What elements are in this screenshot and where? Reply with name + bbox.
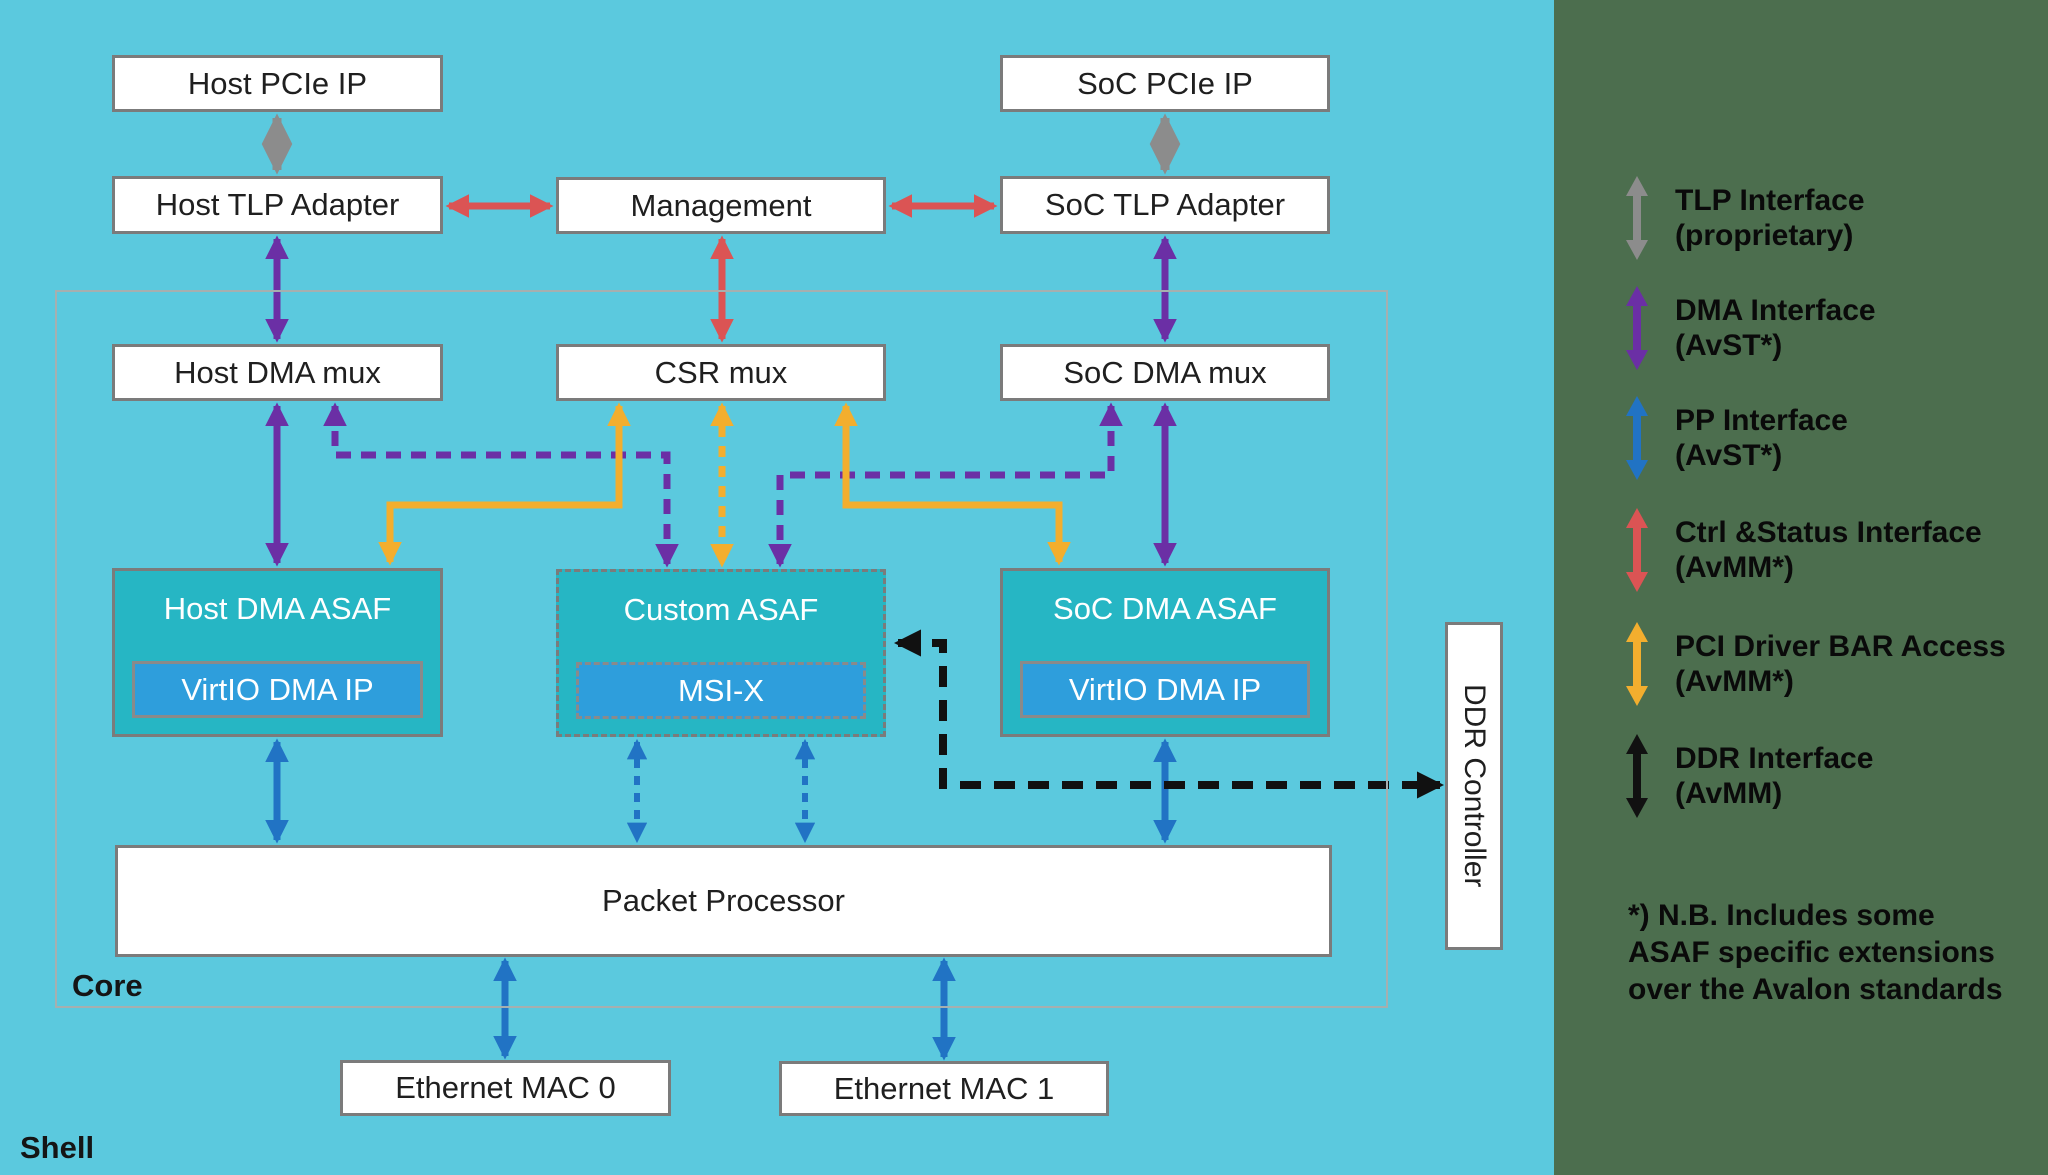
bar-arrow-csrmux-socasaf (834, 402, 1071, 566)
legend-item-ddr-text: DDR Interface(AvMM) (1675, 742, 1874, 810)
block-soc-tlp-adapter: SoC TLP Adapter (1000, 176, 1330, 234)
core-region (55, 290, 1388, 1008)
legend-panel: TLP Interface(proprietary) DMA Interface… (1554, 0, 2048, 1175)
block-management-label: Management (630, 187, 812, 223)
block-csr-mux: CSR mux (556, 344, 886, 401)
block-management: Management (556, 177, 886, 234)
block-host-dma-mux-label: Host DMA mux (174, 354, 381, 390)
block-soc-dma-mux: SoC DMA mux (1000, 344, 1330, 401)
block-host-pcie-ip: Host PCIe IP (112, 55, 443, 112)
ddr-dashed-arrow-customasaf-ddr (893, 629, 1445, 799)
pci-bar-access-arrow-icon (1626, 622, 1648, 706)
block-host-pcie-ip-label: Host PCIe IP (187, 65, 368, 101)
legend-item-dma-text: DMA Interface(AvST*) (1675, 294, 1876, 362)
legend-item-pp: PP Interface(AvST*) (1626, 396, 1848, 480)
connector-layer (261, 113, 1445, 1061)
legend-item-pp-text: PP Interface(AvST*) (1675, 404, 1848, 472)
block-soc-dma-mux-label: SoC DMA mux (1063, 354, 1267, 390)
block-soc-pcie-ip-label: SoC PCIe IP (1077, 65, 1253, 101)
bar-arrow-csrmux-hostasaf (378, 402, 631, 566)
legend-item-ctrl-status-text: Ctrl &Status Interface(AvMM*) (1675, 516, 1982, 584)
legend-item-dma: DMA Interface(AvST*) (1626, 286, 1876, 370)
block-packet-processor: Packet Processor (115, 845, 1332, 957)
block-host-dma-asaf-label: Host DMA ASAF (163, 591, 392, 626)
legend-item-ddr: DDR Interface(AvMM) (1626, 734, 1873, 818)
block-ethernet-mac-0-label: Ethernet MAC 0 (395, 1070, 616, 1105)
block-soc-tlp-adapter-label: SoC TLP Adapter (1044, 187, 1286, 222)
legend-item-ctrl-status: Ctrl &Status Interface(AvMM*) (1626, 508, 1982, 592)
block-host-dma-mux: Host DMA mux (112, 344, 443, 401)
core-label: Core (72, 968, 143, 1003)
ddr-interface-arrow-icon (1626, 734, 1648, 818)
block-soc-pcie-ip: SoC PCIe IP (1000, 55, 1330, 112)
ctrl-status-interface-arrow-icon (1626, 508, 1648, 592)
legend-item-pci-bar: PCI Driver BAR Access(AvMM*) (1626, 622, 2006, 706)
block-msi-x: MSI-X (576, 662, 866, 719)
block-soc-dma-asaf-label: SoC DMA ASAF (1053, 591, 1277, 626)
block-host-dma-asaf: Host DMA ASAF VirtIO DMA IP (112, 568, 443, 737)
block-msi-x-label: MSI-X (677, 672, 765, 708)
block-soc-virtio-dma-ip-label: VirtIO DMA IP (1068, 671, 1262, 707)
block-custom-asaf-label: Custom ASAF (623, 592, 819, 627)
block-host-tlp-adapter: Host TLP Adapter (112, 176, 443, 234)
block-host-virtio-dma-ip: VirtIO DMA IP (132, 661, 423, 718)
block-ethernet-mac-0: Ethernet MAC 0 (340, 1060, 671, 1116)
block-ethernet-mac-1: Ethernet MAC 1 (779, 1061, 1109, 1116)
dma-interface-arrow-icon (1626, 286, 1648, 370)
shell-label: Shell (20, 1130, 95, 1165)
block-packet-processor-label: Packet Processor (602, 883, 845, 918)
block-host-virtio-dma-ip-label: VirtIO DMA IP (181, 671, 374, 707)
legend-item-tlp: TLP Interface(proprietary) (1626, 176, 1865, 260)
block-ethernet-mac-1-label: Ethernet MAC 1 (833, 1070, 1055, 1106)
block-custom-asaf: Custom ASAF MSI-X (556, 569, 886, 737)
legend-item-tlp-text: TLP Interface(proprietary) (1675, 184, 1865, 252)
tlp-interface-arrow-icon (1626, 176, 1648, 260)
block-ddr-controller: DDR Controller (1445, 622, 1503, 950)
block-host-tlp-adapter-label: Host TLP Adapter (155, 187, 400, 222)
pp-interface-arrow-icon (1626, 396, 1648, 480)
block-soc-dma-asaf: SoC DMA ASAF VirtIO DMA IP (1000, 568, 1330, 737)
block-ddr-controller-label: DDR Controller (1458, 684, 1491, 888)
legend-note: *) N.B. Includes some ASAF specific exte… (1628, 899, 2003, 1006)
legend-item-pci-bar-text: PCI Driver BAR Access(AvMM*) (1675, 630, 2006, 698)
block-csr-mux-label: CSR mux (654, 354, 788, 390)
block-soc-virtio-dma-ip: VirtIO DMA IP (1020, 661, 1310, 718)
